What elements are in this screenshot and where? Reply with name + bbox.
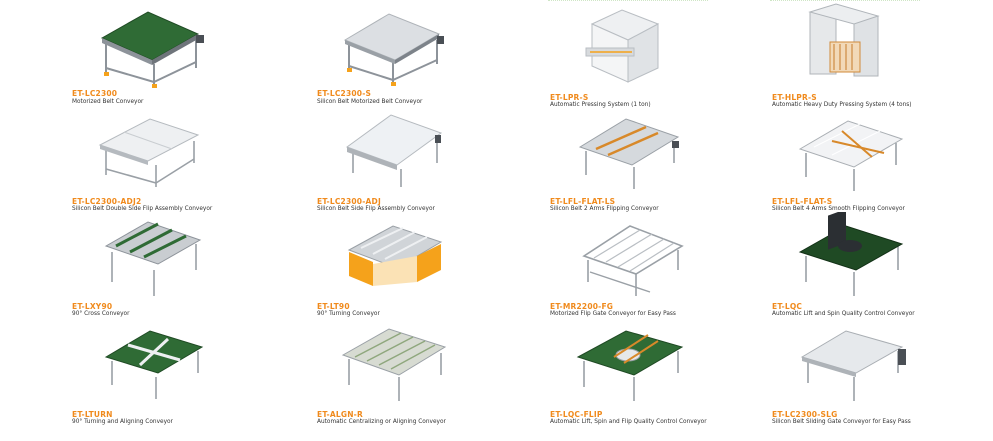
divider-dots-left [548, 0, 708, 3]
product-card[interactable]: ET-LTURN 90° Turning and Aligning Convey… [72, 317, 292, 425]
double-flip-conveyor-icon [98, 118, 200, 187]
product-description: Automatic Pressing System (1 ton) [550, 102, 651, 108]
product-description: Motorized Flip Gate Conveyor for Easy Pa… [550, 311, 676, 317]
turning-conveyor-icon [347, 225, 443, 286]
product-code[interactable]: ET-LFL-FLAT-LS [550, 197, 616, 206]
product-code[interactable]: ET-LC2300-ADJ2 [72, 197, 142, 206]
product-description: 90° Turning and Aligning Conveyor [72, 419, 173, 425]
four-arm-flipping-conveyor-icon [798, 120, 904, 191]
product-description: Silicon Belt Motorized Belt Conveyor [317, 99, 423, 105]
product-description: Silicon Belt Side Flip Assembly Conveyor [317, 206, 435, 212]
product-card[interactable]: ET-LT90 90° Turning Conveyor [317, 212, 537, 317]
product-card[interactable]: ET-ALGN-R Automatic Centralizing or Alig… [317, 317, 537, 425]
silicon-belt-conveyor-icon [343, 13, 444, 86]
product-code[interactable]: ET-ALGN-R [317, 410, 363, 419]
product-card[interactable]: ET-LFL-FLAT-LS Silicon Belt 2 Arms Flipp… [550, 107, 770, 212]
product-card[interactable]: ET-HLPR-S Automatic Heavy Duty Pressing … [772, 2, 992, 108]
sliding-gate-conveyor-icon [800, 330, 906, 401]
product-card[interactable]: ET-LC2300-ADJ2 Silicon Belt Double Side … [72, 107, 292, 212]
product-description: Automatic Lift, Spin and Flip Quality Co… [550, 419, 707, 425]
green-belt-conveyor-icon [100, 11, 204, 88]
lift-spin-flip-qc-conveyor-icon [576, 330, 684, 401]
product-card[interactable]: ET-LXY90 90° Cross Conveyor [72, 212, 292, 317]
product-description: Silicon Belt 4 Arms Smooth Flipping Conv… [772, 206, 905, 212]
product-description: 90° Turning Conveyor [317, 311, 380, 317]
heavy-pressing-system-icon [808, 3, 880, 77]
product-description: Automatic Heavy Duty Pressing System (4 … [772, 102, 912, 108]
product-code[interactable]: ET-LT90 [317, 302, 350, 311]
product-card[interactable]: ET-LC2300-ADJ Silicon Belt Side Flip Ass… [317, 107, 537, 212]
lift-spin-qc-conveyor-icon [798, 212, 904, 296]
product-code[interactable]: ET-LC2300-S [317, 89, 372, 98]
product-description: Silicon Belt Sliding Gate Conveyor for E… [772, 419, 911, 425]
side-flip-conveyor-icon [345, 114, 443, 187]
turning-aligning-conveyor-icon [104, 330, 204, 399]
product-card[interactable]: ET-LC2300-SLG Silicon Belt Sliding Gate … [772, 317, 992, 425]
product-description: Automatic Centralizing or Aligning Conve… [317, 419, 446, 425]
two-arm-flipping-conveyor-icon [578, 118, 680, 189]
product-description: Motorized Belt Conveyor [72, 99, 144, 105]
product-code[interactable]: ET-HLPR-S [772, 93, 817, 102]
product-code[interactable]: ET-LFL-FLAT-S [772, 197, 833, 206]
product-code[interactable]: ET-LC2300-SLG [772, 410, 838, 419]
product-code[interactable]: ET-LC2300-ADJ [317, 197, 381, 206]
flip-gate-conveyor-icon [582, 225, 684, 296]
centralizing-conveyor-icon [341, 328, 447, 401]
product-code[interactable]: ET-LQC-FLIP [550, 410, 603, 419]
product-code[interactable]: ET-LC2300 [72, 89, 118, 98]
product-code[interactable]: ET-LTURN [72, 410, 113, 419]
product-code[interactable]: ET-LQC [772, 302, 803, 311]
divider-dots-right [770, 0, 920, 3]
product-code[interactable]: ET-MR2200-FG [550, 302, 614, 311]
product-card[interactable]: ET-LQC Automatic Lift and Spin Quality C… [772, 212, 992, 317]
product-card[interactable]: ET-LPR-S Automatic Pressing System (1 to… [550, 2, 770, 108]
product-description: Automatic Lift and Spin Quality Control … [772, 311, 915, 317]
product-card[interactable]: ET-LC2300 Motorized Belt Conveyor [72, 2, 292, 107]
product-code[interactable]: ET-LPR-S [550, 93, 589, 102]
pressing-system-icon [585, 9, 660, 83]
cross-conveyor-icon [104, 221, 202, 296]
product-card[interactable]: ET-LFL-FLAT-S Silicon Belt 4 Arms Smooth… [772, 107, 992, 212]
product-description: 90° Cross Conveyor [72, 311, 130, 317]
product-description: Silicon Belt Double Side Flip Assembly C… [72, 206, 213, 212]
product-card[interactable]: ET-LQC-FLIP Automatic Lift, Spin and Fli… [550, 317, 770, 425]
product-code[interactable]: ET-LXY90 [72, 302, 113, 311]
product-card[interactable]: ET-LC2300-S Silicon Belt Motorized Belt … [317, 2, 537, 107]
product-description: Silicon Belt 2 Arms Flipping Conveyor [550, 206, 659, 212]
product-card[interactable]: ET-MR2200-FG Motorized Flip Gate Conveyo… [550, 212, 770, 317]
